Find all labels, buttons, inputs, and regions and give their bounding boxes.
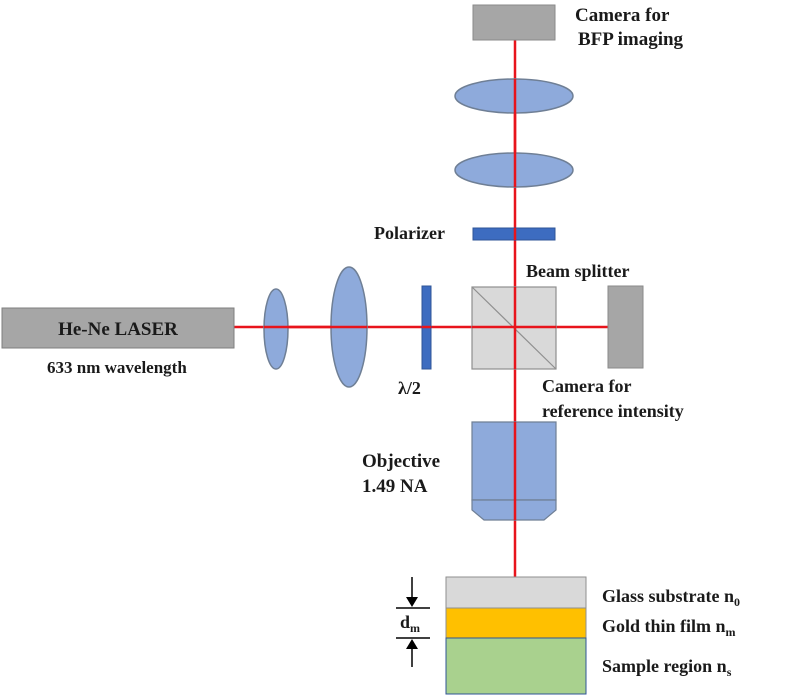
reference-camera xyxy=(607,285,644,369)
arrow-down-icon xyxy=(406,597,418,607)
half-wave-plate-label: λ/2 xyxy=(398,378,421,398)
sample-region-label: Sample region ns xyxy=(602,656,732,679)
gold-film-label: Gold thin film nm xyxy=(602,616,736,639)
laser-label: He-Ne LASER xyxy=(58,319,178,340)
polarizer-label: Polarizer xyxy=(374,223,445,243)
beam-splitter-label: Beam splitter xyxy=(526,261,629,281)
reference-camera-label-line1: Camera for xyxy=(542,376,631,396)
gold-film-layer xyxy=(445,607,587,639)
bfp-camera-label-line1: Camera for xyxy=(575,5,670,26)
thickness-label: dm xyxy=(400,612,420,635)
glass-substrate-label: Glass substrate n0 xyxy=(602,586,740,609)
glass-substrate-layer xyxy=(445,576,587,609)
he-ne-laser xyxy=(1,307,235,349)
bfp-camera xyxy=(472,4,556,41)
objective-label-line1: Objective xyxy=(362,451,440,472)
reference-camera-label-line2: reference intensity xyxy=(542,401,684,421)
objective-label-line2: 1.49 NA xyxy=(362,476,428,497)
sample-region-layer xyxy=(445,637,587,695)
bfp-camera-label-line2: BFP imaging xyxy=(578,29,684,50)
laser-wavelength-label: 633 nm wavelength xyxy=(47,358,187,377)
thickness-indicator xyxy=(396,577,430,667)
expander-lens-1 xyxy=(263,288,289,370)
